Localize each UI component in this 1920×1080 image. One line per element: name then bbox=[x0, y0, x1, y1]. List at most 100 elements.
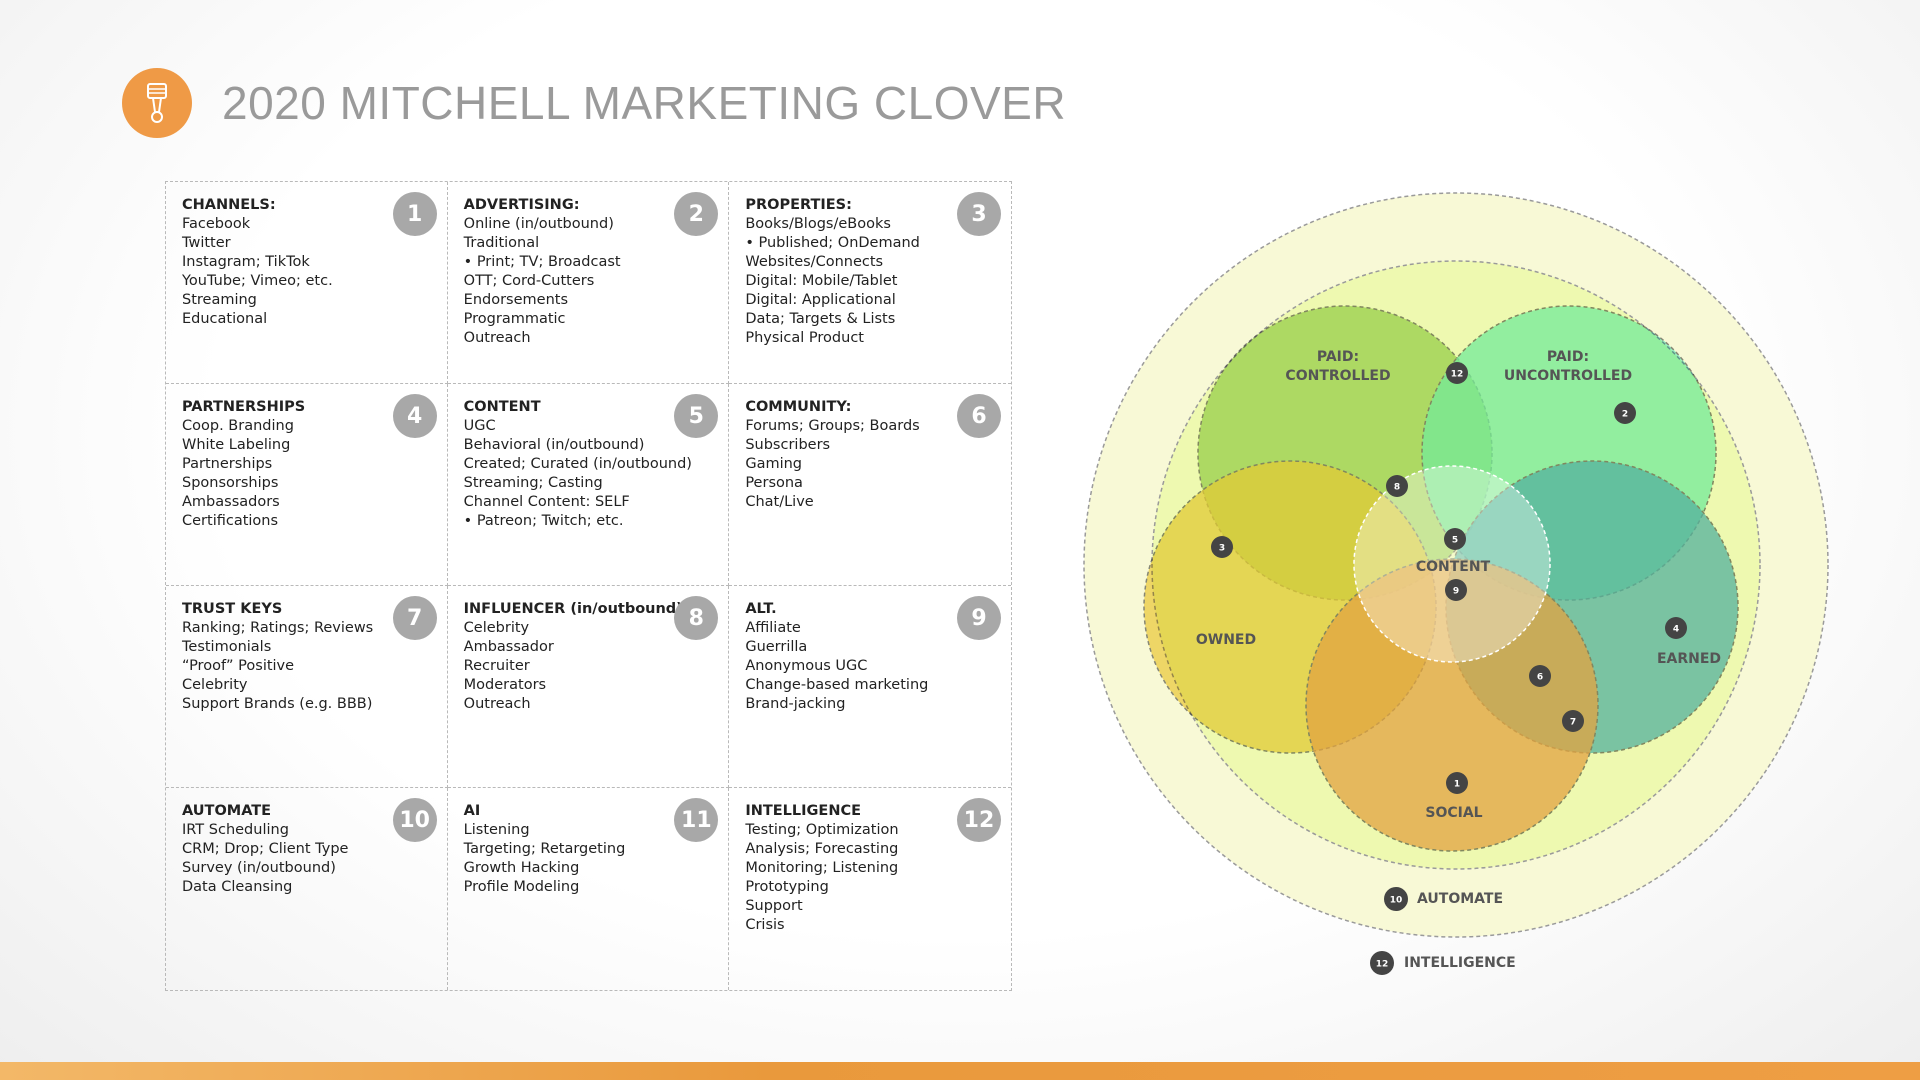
list-item: Support bbox=[745, 898, 803, 914]
list-item: Analysis; Forecasting bbox=[745, 841, 899, 857]
list-item: • Patreon; Twitch; etc. bbox=[463, 513, 624, 529]
list-item: Survey (in/outbound) bbox=[182, 860, 336, 876]
list-item: Programmatic bbox=[463, 311, 566, 327]
svg-text:8: 8 bbox=[1394, 483, 1400, 493]
list-item: Guerrilla bbox=[745, 639, 808, 655]
list-item: Testing; Optimization bbox=[745, 822, 899, 838]
badge-12: 12 bbox=[1370, 951, 1394, 975]
list-item: Ambassador bbox=[463, 639, 554, 655]
list-item: Online (in/outbound) bbox=[463, 216, 614, 232]
paid-controlled-label: CONTROLLED bbox=[1285, 368, 1390, 384]
badge-5: 5 bbox=[1444, 528, 1466, 550]
list-item: Digital: Mobile/Tablet bbox=[745, 273, 898, 289]
paid-uncontrolled-label: PAID: bbox=[1547, 349, 1589, 365]
cell-title: CHANNELS: bbox=[182, 197, 276, 213]
svg-text:7: 7 bbox=[1570, 718, 1576, 728]
list-item: Channel Content: SELF bbox=[463, 494, 630, 510]
grid-cell-properties: PROPERTIES: Books/Blogs/eBooks • Publish… bbox=[729, 182, 1011, 384]
list-item: “Proof” Positive bbox=[182, 658, 295, 674]
list-item: Certifications bbox=[182, 513, 279, 529]
list-item: Streaming; Casting bbox=[463, 475, 603, 491]
content-label: CONTENT bbox=[1416, 559, 1491, 575]
cell-title: COMMUNITY: bbox=[745, 399, 852, 415]
svg-text:3: 3 bbox=[1219, 544, 1225, 554]
list-item: White Labeling bbox=[182, 437, 291, 453]
svg-text:12: 12 bbox=[1376, 960, 1389, 970]
cell-title: AI bbox=[463, 803, 481, 819]
list-item: OTT; Cord-Cutters bbox=[463, 273, 595, 289]
list-item: Forums; Groups; Boards bbox=[745, 418, 920, 434]
number-badge: 10 bbox=[392, 798, 437, 842]
list-item: Created; Curated (in/outbound) bbox=[463, 456, 692, 472]
list-item: Gaming bbox=[745, 456, 802, 472]
badge-1: 1 bbox=[1446, 772, 1468, 794]
list-item: Twitter bbox=[182, 235, 231, 251]
list-item: Listening bbox=[463, 822, 530, 838]
list-item: Data; Targets & Lists bbox=[745, 311, 896, 327]
list-item: Books/Blogs/eBooks bbox=[745, 216, 891, 232]
list-item: Anonymous UGC bbox=[745, 658, 868, 674]
list-item: Partnerships bbox=[182, 456, 273, 472]
list-item: Monitoring; Listening bbox=[745, 860, 899, 876]
list-item: UGC bbox=[463, 418, 496, 434]
svg-text:1: 1 bbox=[1454, 780, 1460, 790]
badge-12: 12 bbox=[1446, 362, 1468, 384]
number-badge: 12 bbox=[956, 798, 1001, 842]
list-item: Support Brands (e.g. BBB) bbox=[182, 696, 373, 712]
badge-10: 10 bbox=[1384, 887, 1408, 911]
cell-title: PARTNERSHIPS bbox=[182, 399, 306, 415]
cell-items: Books/Blogs/eBooks • Published; OnDemand… bbox=[745, 215, 995, 348]
number-badge: 11 bbox=[674, 798, 719, 842]
cell-title: TRUST KEYS bbox=[182, 601, 283, 617]
badge-7: 7 bbox=[1562, 710, 1584, 732]
list-item: Profile Modeling bbox=[463, 879, 580, 895]
list-item: Testimonials bbox=[182, 639, 272, 655]
list-item: Affiliate bbox=[745, 620, 801, 636]
svg-text:9: 9 bbox=[1453, 587, 1459, 597]
cell-title: ALT. bbox=[745, 601, 777, 617]
number-badge: 7 bbox=[392, 596, 437, 640]
list-item: Brand-jacking bbox=[745, 696, 846, 712]
number-badge: 6 bbox=[956, 394, 1001, 438]
paid-controlled-label: PAID: bbox=[1317, 349, 1359, 365]
cell-title: INTELLIGENCE bbox=[745, 803, 862, 819]
list-item: IRT Scheduling bbox=[182, 822, 289, 838]
list-item: Celebrity bbox=[182, 677, 248, 693]
intelligence-label: INTELLIGENCE bbox=[1404, 955, 1516, 971]
badge-4: 4 bbox=[1665, 617, 1687, 639]
footer-accent-bar bbox=[0, 1062, 1920, 1080]
list-item: Ranking; Ratings; Reviews bbox=[182, 620, 374, 636]
list-item: Prototyping bbox=[745, 879, 829, 895]
owned-label: OWNED bbox=[1196, 632, 1256, 648]
badge-6: 6 bbox=[1529, 665, 1551, 687]
list-item: Endorsements bbox=[463, 292, 568, 308]
list-item: Streaming bbox=[182, 292, 257, 308]
list-item: Physical Product bbox=[745, 330, 864, 346]
list-item: Crisis bbox=[745, 917, 785, 933]
list-item: Celebrity bbox=[463, 620, 530, 636]
cell-title: ADVERTISING: bbox=[463, 197, 580, 213]
number-badge: 4 bbox=[392, 394, 437, 438]
list-item: Traditional bbox=[463, 235, 540, 251]
svg-text:6: 6 bbox=[1537, 673, 1543, 683]
badge-2: 2 bbox=[1614, 402, 1636, 424]
grid-cell-advertising: ADVERTISING: Online (in/outbound) Traditi… bbox=[447, 182, 730, 384]
number-badge: 3 bbox=[956, 192, 1001, 236]
number-badge: 9 bbox=[956, 596, 1001, 640]
list-item: Digital: Applicational bbox=[745, 292, 896, 308]
